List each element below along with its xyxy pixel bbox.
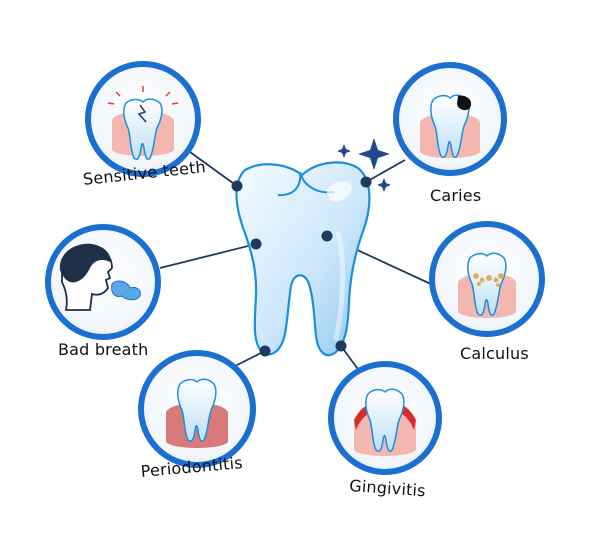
- sparkle-icon: [337, 138, 391, 192]
- caries-circle: [393, 62, 507, 176]
- tooth-icon: [365, 388, 405, 452]
- tartar-deposits: [473, 273, 504, 287]
- label-caries: Caries: [430, 186, 482, 205]
- tooth-icon: [123, 98, 163, 160]
- breath-cloud: [111, 280, 141, 301]
- head-icon: [59, 243, 113, 311]
- bad-breath-circle: [45, 224, 161, 340]
- periodontitis-circle: [138, 350, 256, 468]
- tooth-icon: [430, 94, 470, 158]
- calculus-circle: [429, 221, 545, 337]
- gingivitis-circle: [328, 361, 442, 475]
- label-calculus: Calculus: [460, 344, 529, 363]
- central-tooth: [235, 161, 371, 357]
- decay-spot: [457, 95, 472, 111]
- tooth-icon: [467, 252, 507, 316]
- label-bad-breath: Bad breath: [58, 340, 149, 359]
- tooth-icon: [177, 378, 217, 442]
- connector-nodes: [231, 176, 372, 357]
- sensitive-teeth-circle: [85, 61, 201, 177]
